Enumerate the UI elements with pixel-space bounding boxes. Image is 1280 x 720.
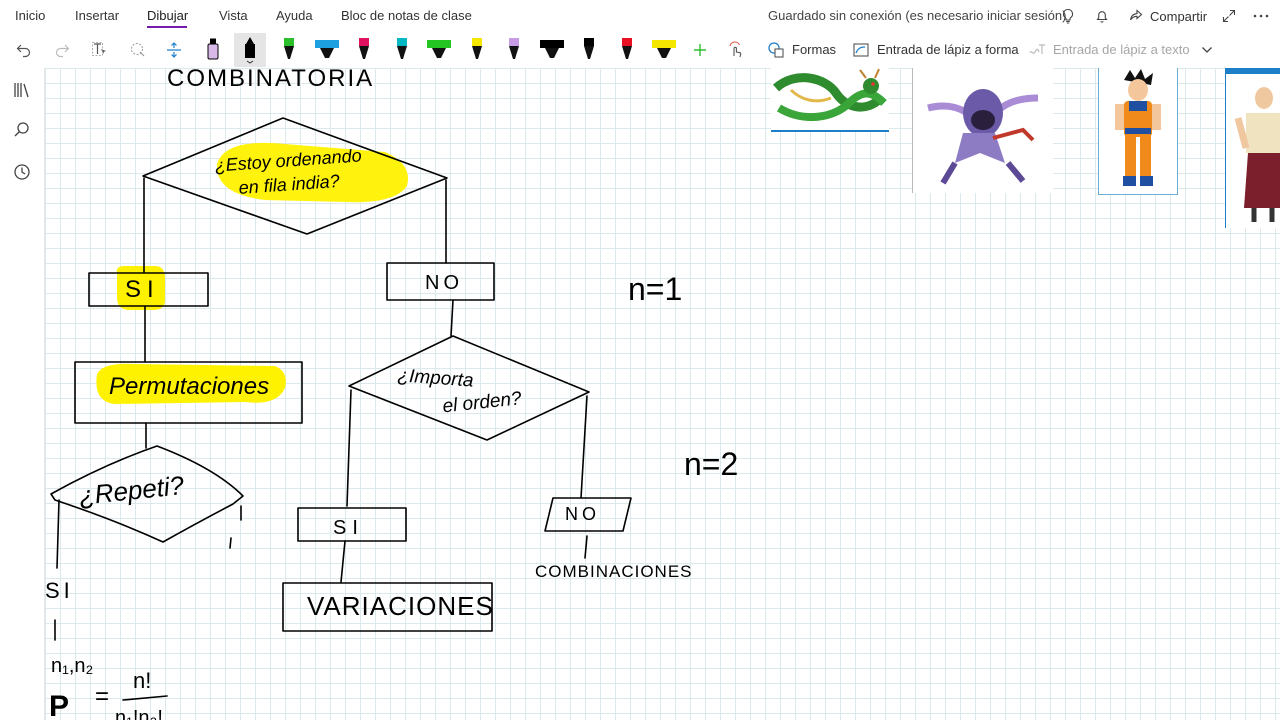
formula-equals: =: [95, 683, 109, 710]
pen-swatch-icon[interactable]: [614, 36, 640, 64]
formula-superscript: n₁,n₂: [51, 655, 93, 677]
shapes-label[interactable]: Formas: [792, 42, 837, 57]
combinaciones-label: COMBINACIONES: [535, 562, 693, 581]
search-icon[interactable]: [10, 118, 34, 142]
save-status: Guardado sin conexión (es necesario inic…: [768, 8, 1067, 23]
diamond-question-1: [142, 117, 448, 235]
pen-swatch-icon[interactable]: [501, 36, 527, 64]
left-sidebar: [0, 68, 45, 720]
ink-to-shape-icon[interactable]: [849, 38, 873, 62]
formula-denominator: n₁!n₂!: [115, 707, 163, 720]
shapes-icon[interactable]: [764, 38, 788, 62]
permutaciones-label: Permutaciones: [109, 373, 269, 400]
question-2-line-1: ¿Importa: [397, 365, 474, 391]
pen-swatch-icon[interactable]: [464, 36, 490, 64]
menu-bloc-notas-clase[interactable]: Bloc de notas de clase: [341, 8, 472, 23]
variaciones-label: VARIACIONES: [307, 591, 494, 621]
share-label: Compartir: [1150, 8, 1208, 24]
goku-illustration[interactable]: [1098, 68, 1178, 195]
notebooks-icon[interactable]: [10, 78, 34, 102]
lightbulb-icon[interactable]: [1056, 4, 1080, 28]
add-space-icon[interactable]: [162, 38, 186, 62]
pen-swatch-icon[interactable]: [651, 36, 677, 64]
menu-inicio[interactable]: Inicio: [15, 8, 46, 23]
bell-icon[interactable]: [1090, 4, 1114, 28]
menu-ayuda[interactable]: Ayuda: [276, 8, 313, 23]
si-3-label: SI: [45, 578, 74, 603]
share-button[interactable]: Compartir: [1128, 6, 1207, 26]
title-text: COMBINATORIA: [167, 68, 374, 92]
highlight-question-1: [216, 142, 409, 203]
redo-icon[interactable]: [50, 38, 74, 62]
share-icon: [1130, 9, 1143, 21]
pen-swatch-icon[interactable]: [276, 36, 302, 64]
repeti-label: ¿Repeti?: [77, 470, 186, 511]
n2-label: n=2: [684, 446, 738, 482]
pen-swatch-icon[interactable]: [351, 36, 377, 64]
add-pen-icon[interactable]: [688, 38, 712, 62]
ink-to-shape-label[interactable]: Entrada de lápiz a forma: [877, 42, 1019, 57]
permutaciones-box: [74, 361, 303, 424]
pen-swatch-icon[interactable]: [389, 36, 415, 64]
diamond-repeti: [50, 445, 244, 543]
si-1-label: SI: [125, 276, 160, 303]
dragon-illustration[interactable]: [771, 68, 889, 132]
no-box-2: [544, 497, 632, 532]
pen-swatch-icon[interactable]: [426, 36, 452, 64]
old-master-illustration[interactable]: [1225, 68, 1280, 228]
n1-label: n=1: [628, 271, 682, 307]
menu-bar: Inicio Insertar Dibujar Vista Ayuda Bloc…: [0, 0, 1280, 32]
no-2-label: NO: [565, 504, 600, 524]
diamond-question-2: [348, 335, 590, 441]
pen-swatch-icon[interactable]: [314, 36, 340, 64]
flowchart-drawing[interactable]: COMBINATORIA ¿Estoy ordenando en fila in…: [45, 68, 1280, 720]
question-2-line-2: el orden?: [442, 388, 523, 417]
menu-insertar[interactable]: Insertar: [75, 8, 120, 23]
type-select-icon[interactable]: [88, 38, 112, 62]
chevron-down-icon[interactable]: [1195, 38, 1219, 62]
highlight-si-1: [116, 266, 165, 310]
si-2-label: SI: [333, 517, 364, 539]
formula-p: P: [49, 690, 69, 720]
pen-swatch-icon[interactable]: [576, 36, 602, 64]
variaciones-box: [282, 582, 493, 632]
draw-toolbar: Formas Entrada de lápiz a forma Entrada …: [0, 32, 1280, 69]
si-box-2: [297, 507, 407, 542]
pen-swatch-icon[interactable]: [539, 36, 565, 64]
ink-to-text-icon[interactable]: [1025, 38, 1049, 62]
ink-to-text-label[interactable]: Entrada de lápiz a texto: [1053, 42, 1190, 57]
fullscreen-icon[interactable]: [1217, 4, 1241, 28]
no-box-1: [386, 262, 495, 301]
pen-selected-icon[interactable]: [234, 33, 266, 67]
lasso-select-icon[interactable]: [126, 38, 150, 62]
si-box-1: [88, 272, 209, 307]
undo-icon[interactable]: [12, 38, 36, 62]
note-canvas[interactable]: COMBINATORIA ¿Estoy ordenando en fila in…: [45, 68, 1280, 720]
purple-character-illustration[interactable]: [912, 68, 1053, 193]
active-tab-indicator: [147, 26, 187, 28]
formula-numerator: n!: [133, 668, 151, 693]
touch-draw-icon[interactable]: [724, 38, 748, 62]
no-1-label: NO: [425, 272, 463, 294]
highlight-permutaciones: [96, 363, 286, 404]
pen-tool-icon[interactable]: [199, 36, 227, 64]
more-options-icon[interactable]: [1249, 4, 1273, 28]
menu-dibujar[interactable]: Dibujar: [147, 8, 189, 23]
recent-clock-icon[interactable]: [10, 160, 34, 184]
menu-vista[interactable]: Vista: [219, 8, 248, 23]
